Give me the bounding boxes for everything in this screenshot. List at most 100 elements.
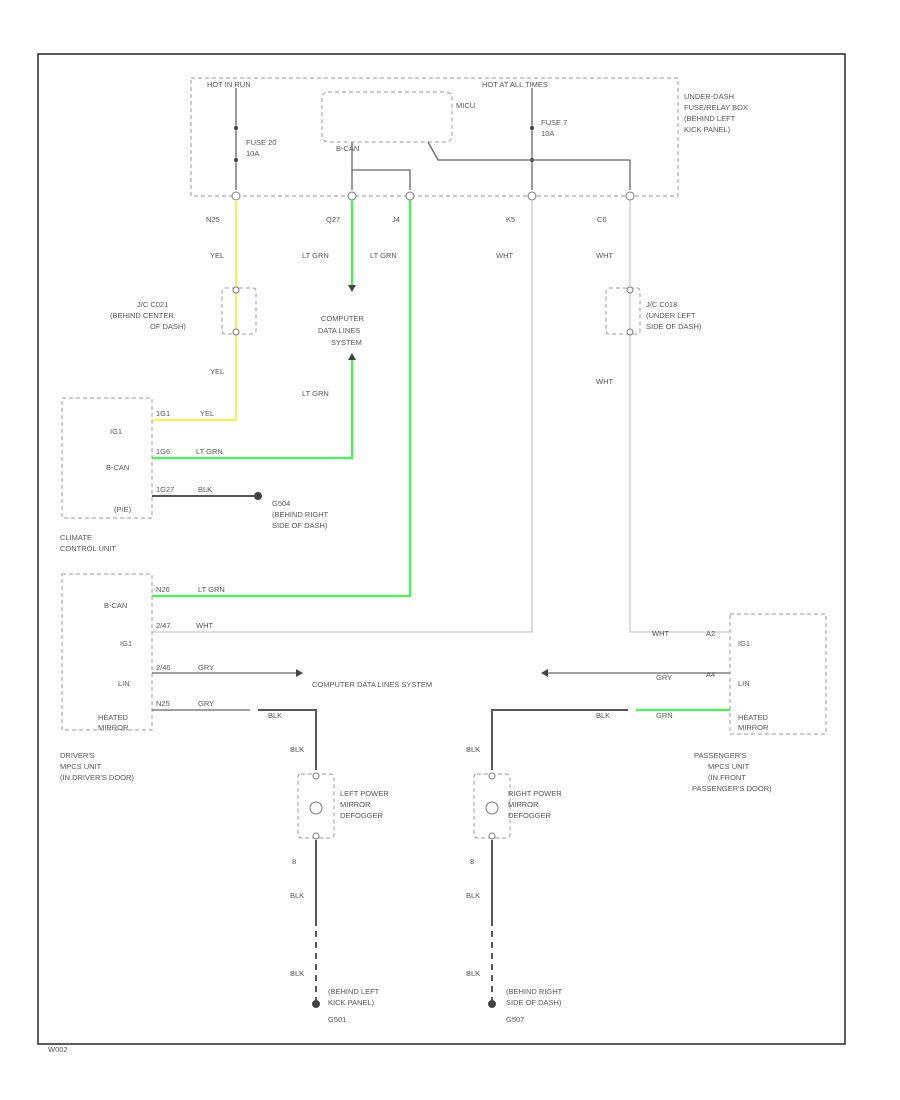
climate-lt-grn-label: LT GRN (196, 447, 223, 456)
drivers-pin-num-1: N26 (156, 585, 170, 594)
left-defogger-pin-bottom (312, 832, 320, 840)
right-defogger-element-icon (485, 801, 499, 815)
left-defogger-label-1: LEFT POWER (340, 789, 389, 798)
jc-c021-label-1: J/C C021 (137, 300, 168, 309)
terminal-n25: N25 (206, 215, 220, 224)
passengers-pin-ig1: IG1 (738, 639, 750, 648)
passengers-pin-mirror: MIRROR (738, 723, 769, 732)
left-blk-label-2: BLK (290, 891, 304, 900)
drivers-lin-arrow (296, 669, 303, 677)
passengers-label-2: MPCS UNIT (708, 762, 750, 771)
drivers-gry-label-2: GRY (198, 699, 214, 708)
drivers-pin-num-4: N25 (156, 699, 170, 708)
jc-c018-label-2: (UNDER LEFT (646, 311, 696, 320)
passengers-pin-heated: HEATED (738, 713, 768, 722)
jc-c018-label-3: SIDE OF DASH) (646, 322, 702, 331)
fuse-7-label: FUSE 7 (541, 118, 567, 127)
right-blk-label-3: BLK (466, 969, 480, 978)
micu-to-c6-wire (427, 141, 631, 190)
drivers-heated-blk-label: BLK (268, 711, 282, 720)
jc-c021-pin-top (232, 286, 240, 294)
computer-data-lines-1: COMPUTER (321, 314, 365, 323)
pin-k5 (527, 191, 537, 201)
jc-c021-label-3: OF DASH) (150, 322, 186, 331)
micu-label: MICU (456, 101, 475, 110)
fuse-20-dot-top (234, 126, 238, 130)
climate-bcan-arrow (348, 353, 356, 360)
climate-yel-label: YEL (200, 409, 214, 418)
wht-label-c6-bottom: WHT (596, 377, 613, 386)
drivers-label-1: DRIVER'S (60, 751, 95, 760)
fuse-7-rating: 10A (541, 129, 554, 138)
passengers-pin-num-1: A2 (706, 629, 715, 638)
climate-pin-num-3: 1G27 (156, 485, 174, 494)
terminal-j4: J4 (392, 215, 400, 224)
passengers-heated-blk-wire (491, 709, 628, 770)
right-defogger-pin-bottom (488, 832, 496, 840)
g504-label-2: (BEHIND RIGHT (272, 510, 329, 519)
g501-ground-icon (312, 1000, 320, 1008)
drivers-pin-bcan: B-CAN (104, 601, 127, 610)
fusebox-label-3: (BEHIND LEFT (684, 114, 736, 123)
fusebox-label-2: FUSE/RELAY BOX (684, 103, 748, 112)
wht-label-c6-top: WHT (596, 251, 613, 260)
fuse-20-label: FUSE 20 (246, 138, 276, 147)
drivers-pin-lin: LIN (118, 679, 130, 688)
micu-box (321, 91, 453, 143)
pin-j4 (405, 191, 415, 201)
jc-c021-box (221, 287, 257, 335)
pin-n25 (231, 191, 241, 201)
g504-label-1: G504 (272, 499, 290, 508)
drivers-pin-num-3: 2/46 (156, 663, 171, 672)
g504-blk-label: BLK (198, 485, 212, 494)
terminal-q27: Q27 (326, 215, 340, 224)
lt-grn-wire-j4 (152, 200, 412, 598)
g504-ground-icon (254, 492, 262, 500)
jc-c018-box (605, 287, 641, 335)
passengers-heated-blk-label: BLK (596, 711, 610, 720)
passengers-heated-grn-label: GRN (656, 711, 673, 720)
jc-c021-pin-bottom (232, 328, 240, 336)
lt-grn-label-climate: LT GRN (302, 389, 329, 398)
left-defogger-label-3: DEFOGGER (340, 811, 384, 820)
micu-bcan-label: B-CAN (336, 144, 359, 153)
right-defogger-label-3: DEFOGGER (508, 811, 552, 820)
footer-code: W002 (48, 1045, 68, 1054)
diagram-frame (37, 53, 846, 1045)
drivers-mpcs-box (61, 573, 153, 731)
fuse-relay-box-outline (190, 77, 679, 197)
climate-label-1: CLIMATE (60, 533, 92, 542)
right-blk-label-1: BLK (466, 745, 480, 754)
climate-pin-ig1: IG1 (110, 427, 122, 436)
drivers-label-3: (IN DRIVER'S DOOR) (60, 773, 134, 782)
left-blk-label-3: BLK (290, 969, 304, 978)
drivers-gry-label: GRY (198, 663, 214, 672)
pin-q27 (347, 191, 357, 201)
passengers-label-4: PASSENGER'S DOOR) (692, 784, 772, 793)
fuse-7-dot-top (530, 126, 534, 130)
climate-pin-num-2: 1G6 (156, 447, 170, 456)
drivers-heated-blk-wire (258, 709, 317, 770)
left-defogger-label-2: MIRROR (340, 800, 371, 809)
g501-label-2: KICK PANEL) (328, 998, 375, 1007)
climate-pin-pe: (P/E) (114, 505, 132, 514)
left-defogger-pin-num: 8 (292, 857, 296, 866)
lt-grn-label-j4: LT GRN (370, 251, 397, 260)
passengers-label-3: (IN FRONT (708, 773, 746, 782)
pin-c6 (625, 191, 635, 201)
right-defogger-pin-top (488, 772, 496, 780)
passengers-mpcs-box (729, 613, 827, 735)
wht-wire-c6 (629, 200, 730, 633)
computer-data-lines-3: SYSTEM (331, 338, 362, 347)
passengers-lin-arrow (541, 669, 548, 677)
jc-c018-pin-top (626, 286, 634, 294)
computer-data-lines-2: DATA LINES (318, 326, 360, 335)
drivers-wht-label: WHT (196, 621, 213, 630)
g504-label-3: SIDE OF DASH) (272, 521, 328, 530)
passengers-pin-num-2: A4 (706, 670, 715, 679)
yel-label-bottom: YEL (210, 367, 224, 376)
climate-label-2: CONTROL UNIT (60, 544, 116, 553)
terminal-k5: K5 (506, 215, 515, 224)
fuse-20-rating: 10A (246, 149, 259, 158)
drivers-pin-ig1: IG1 (120, 639, 132, 648)
